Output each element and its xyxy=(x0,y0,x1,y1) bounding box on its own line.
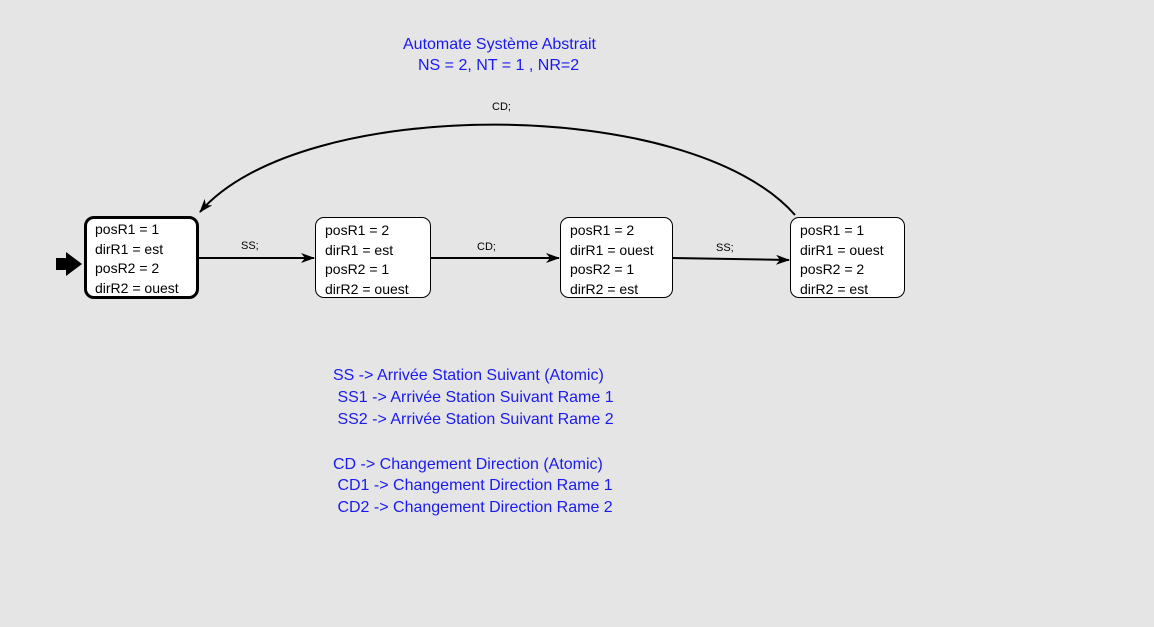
state-field: dirR2 = ouest xyxy=(95,279,179,296)
state-field: dirR1 = ouest xyxy=(570,241,654,258)
transition-label: SS; xyxy=(241,240,259,252)
transition-label: CD; xyxy=(477,241,496,253)
legend-entry: SS1 -> Arrivée Station Suivant Rame 1 xyxy=(333,389,614,406)
legend-entry: SS2 -> Arrivée Station Suivant Rame 2 xyxy=(333,411,614,428)
initial-arrow xyxy=(56,252,82,276)
legend-entry: CD2 -> Changement Direction Rame 2 xyxy=(333,499,613,516)
state-field: dirR1 = est xyxy=(95,240,164,257)
diagram-title: Automate Système Abstrait xyxy=(403,36,596,53)
state-field: posR1 = 2 xyxy=(325,222,390,238)
transition-label: SS; xyxy=(716,242,734,254)
state-field: dirR1 = est xyxy=(325,241,394,258)
state-field: posR2 = 1 xyxy=(325,261,390,277)
state-field: posR1 = 2 xyxy=(570,222,635,238)
state-field: dirR1 = ouest xyxy=(800,241,884,258)
state-field: dirR2 = ouest xyxy=(325,280,409,297)
state-node-2[interactable]: posR1 = 2 dirR1 = est posR2 = 1 dirR2 = … xyxy=(315,217,431,298)
legend-entry: CD1 -> Changement Direction Rame 1 xyxy=(333,477,613,494)
transition-edge-cd-2 xyxy=(199,123,796,216)
state-node-4[interactable]: posR1 = 1 dirR1 = ouest posR2 = 2 dirR2 … xyxy=(790,217,905,298)
state-field: dirR2 = est xyxy=(800,280,869,297)
state-node-initial[interactable]: posR1 = 1 dirR1 = est posR2 = 2 dirR2 = … xyxy=(84,216,199,299)
state-field: posR1 = 1 xyxy=(800,222,865,238)
legend-entry: CD -> Changement Direction (Atomic) xyxy=(333,456,603,473)
legend-entry: SS -> Arrivée Station Suivant (Atomic) xyxy=(333,367,604,384)
state-field: posR2 = 2 xyxy=(800,261,865,277)
transition-label: CD; xyxy=(492,101,511,113)
transition-edge-ss-2 xyxy=(671,254,790,265)
state-field: posR2 = 1 xyxy=(570,261,635,277)
state-field: dirR2 = est xyxy=(570,280,639,297)
state-field: posR2 = 2 xyxy=(95,260,160,276)
state-node-3[interactable]: posR1 = 2 dirR1 = ouest posR2 = 1 dirR2 … xyxy=(560,217,673,298)
diagram-parameters: NS = 2, NT = 1 , NR=2 xyxy=(418,57,580,74)
state-field: posR1 = 1 xyxy=(95,221,160,237)
